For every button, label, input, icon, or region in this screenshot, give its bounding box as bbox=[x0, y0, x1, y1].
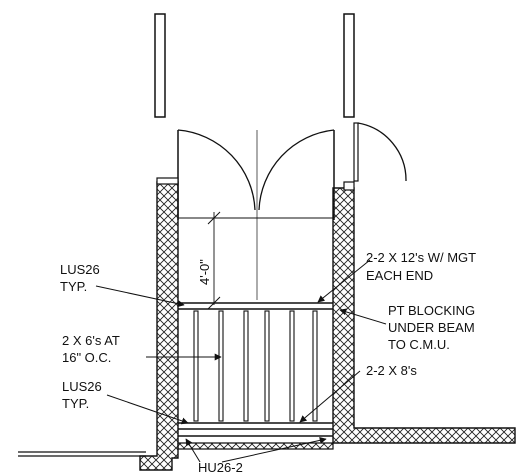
left-wall-return bbox=[156, 177, 179, 185]
left-sill bbox=[18, 451, 146, 457]
label-blocking-2: UNDER BEAM bbox=[388, 320, 475, 335]
lower-beam bbox=[178, 422, 333, 430]
joist bbox=[264, 310, 270, 422]
joist bbox=[243, 310, 249, 422]
joists bbox=[193, 310, 318, 422]
bottom-cmu-wall bbox=[177, 442, 334, 450]
left-cmu-wall bbox=[139, 181, 179, 471]
label-beam-lower: 2-2 X 8's bbox=[366, 363, 417, 378]
leader-hanger-left bbox=[185, 438, 201, 463]
upper-beam bbox=[178, 302, 333, 310]
label-beam-upper-1: 2-2 X 12's W/ MGT bbox=[366, 250, 476, 265]
joist bbox=[193, 310, 199, 422]
joist bbox=[289, 310, 295, 422]
leader-beam-lower bbox=[299, 370, 361, 423]
upper-left-wall-stub bbox=[154, 13, 166, 118]
dimension-label: 4'-0" bbox=[197, 259, 212, 285]
label-joists-2: 16" O.C. bbox=[62, 350, 111, 365]
label-blocking-3: TO C.M.U. bbox=[388, 337, 450, 352]
label-lus26-lower-1: LUS26 bbox=[62, 379, 102, 394]
dimension-4ft: 4'-0" bbox=[178, 211, 333, 310]
label-lus26-upper-1: LUS26 bbox=[60, 262, 100, 277]
label-blocking-1: PT BLOCKING bbox=[388, 303, 475, 318]
label-hanger-bottom: HU26-2 bbox=[198, 460, 243, 475]
upper-right-wall-stub bbox=[343, 13, 355, 118]
leader-hanger-right bbox=[221, 436, 327, 463]
leader-lus26-lower bbox=[106, 394, 189, 425]
leader-beam-upper bbox=[317, 259, 371, 303]
right-wall-return bbox=[343, 181, 355, 191]
joist bbox=[218, 310, 224, 422]
label-joists-1: 2 X 6's AT bbox=[62, 333, 120, 348]
label-lus26-lower-2: TYP. bbox=[62, 396, 89, 411]
label-lus26-upper-2: TYP. bbox=[60, 279, 87, 294]
leader-blocking bbox=[339, 308, 387, 325]
label-beam-upper-2: EACH END bbox=[366, 268, 433, 283]
joist bbox=[312, 310, 318, 422]
leader-lus26-upper bbox=[95, 285, 185, 308]
leader-lines bbox=[95, 259, 387, 463]
side-door bbox=[353, 122, 407, 182]
